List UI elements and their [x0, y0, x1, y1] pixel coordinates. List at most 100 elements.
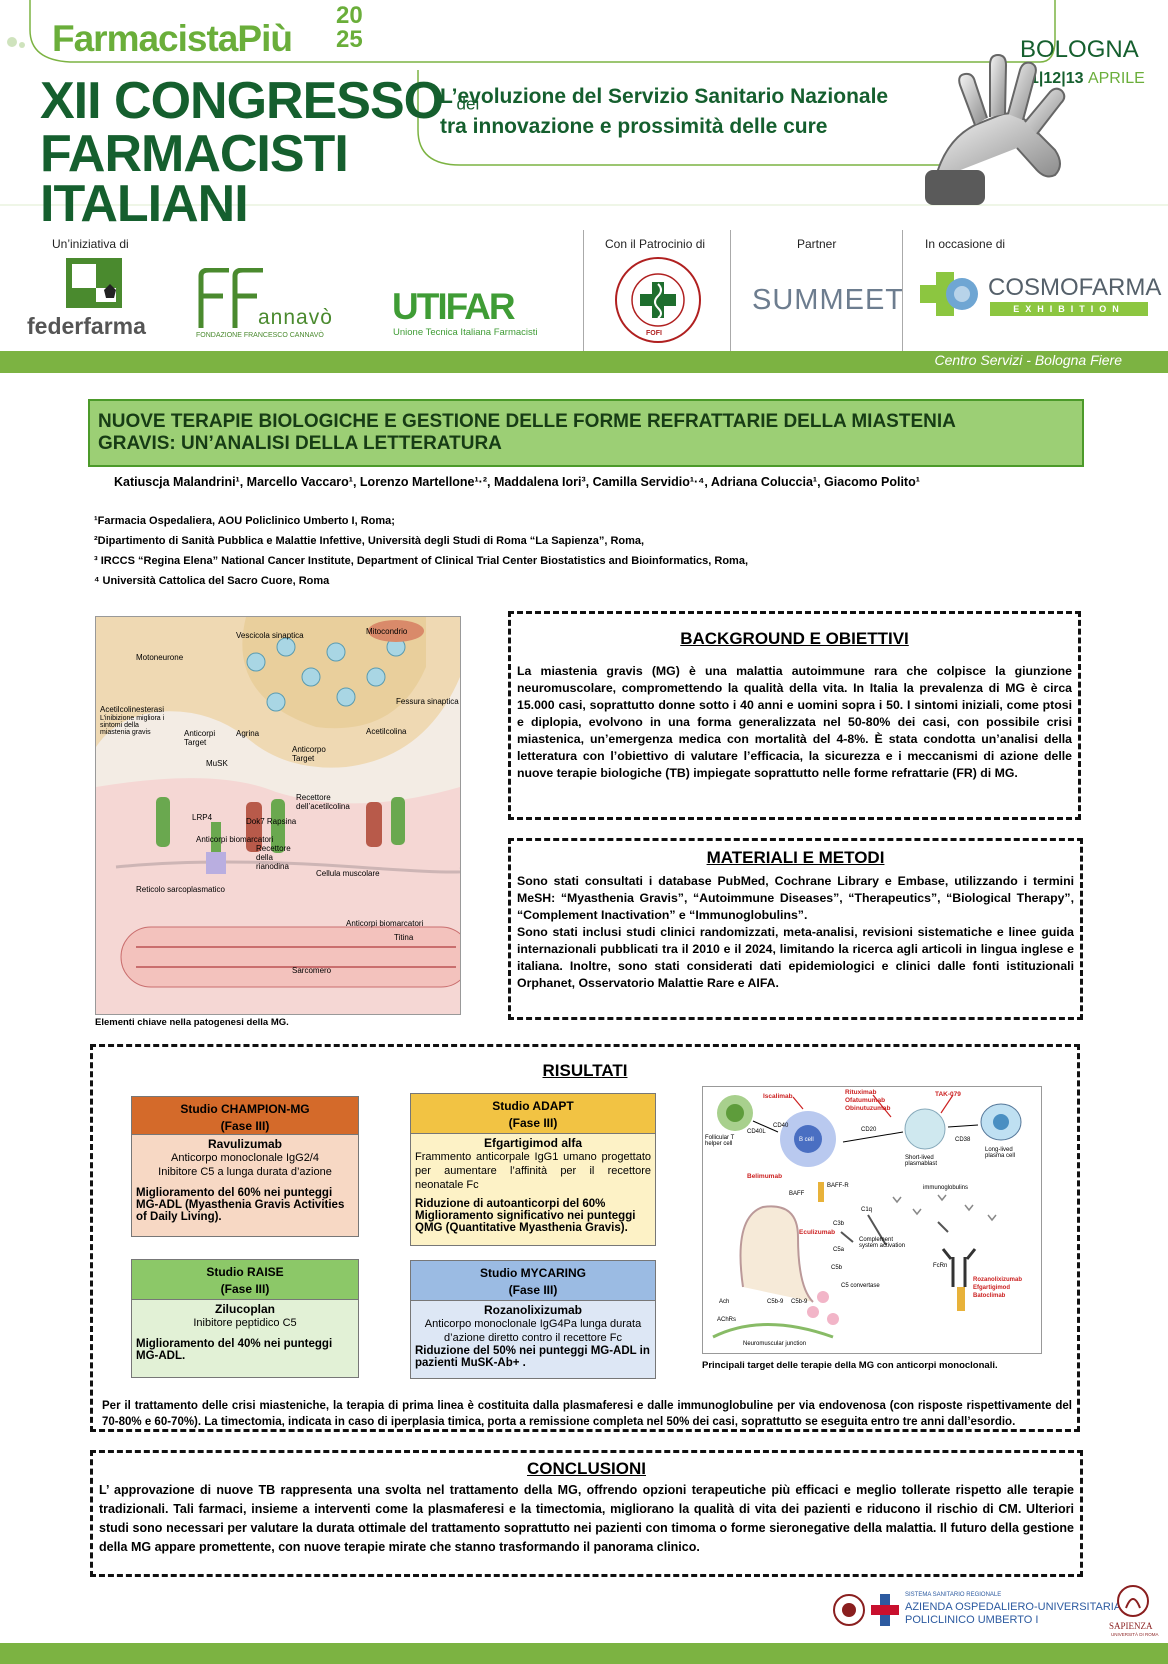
footer-bar	[0, 1643, 1168, 1664]
fig2-label: B cell	[799, 1137, 814, 1143]
fig2-label: Rituximab	[845, 1089, 877, 1096]
fig2-label: Follicular T helper cell	[705, 1135, 735, 1147]
fig1-label: Anticorpi biomarcatori	[346, 919, 424, 928]
title-line1: NUOVE TERAPIE BIOLOGICHE E GESTIONE DELL…	[98, 411, 956, 432]
fig2-label: C3b	[833, 1221, 845, 1227]
fig2-label: CD38	[955, 1137, 971, 1143]
poster-title: NUOVE TERAPIE BIOLOGICHE E GESTIONE DELL…	[88, 399, 1084, 467]
fig1-label: Anticorpi Target	[184, 729, 216, 747]
affiliation: ³ IRCCS “Regina Elena” National Cancer I…	[94, 555, 749, 567]
cannavo-logo: annavò	[258, 306, 333, 329]
utifar-sub: Unione Tecnica Italiana Farmacisti	[393, 327, 538, 338]
study-card-adapt: Studio ADAPT (Fase III) Efgartigimod alf…	[410, 1093, 656, 1246]
background-section: BACKGROUND E OBIETTIVI La miastenia grav…	[508, 611, 1081, 820]
crest-icon	[833, 1594, 865, 1626]
study-result: Riduzione del 50% nei punteggi MG-ADL in…	[415, 1345, 650, 1369]
sapienza-sub: UNIVERSITÀ DI ROMA	[1111, 1632, 1159, 1637]
results-section: RISULTATI	[90, 1044, 1080, 1432]
venue-text: Centro Servizi - Bologna Fiere	[934, 352, 1122, 368]
fig1-label: Anticorpo Target	[292, 745, 326, 763]
study-phase: (Fase III)	[220, 1282, 270, 1296]
fig2-label: immunoglobulins	[923, 1185, 969, 1191]
study-result: Riduzione di autoanticorpi del 60% Migli…	[415, 1198, 636, 1234]
study-phase: (Fase III)	[508, 1116, 558, 1130]
fig2-label: C5b-9	[791, 1299, 808, 1305]
fig2-label: CD40	[773, 1123, 789, 1129]
city: BOLOGNA	[1020, 36, 1139, 63]
study-drug: Rozanolixizumab	[483, 1303, 582, 1317]
brand-name: FarmacistaPiù	[52, 18, 293, 59]
day-3: 13	[1065, 70, 1084, 87]
logo-divider	[902, 230, 903, 354]
pathogenesis-figure: Motoneurone Vescicola sinaptica Mitocond…	[95, 616, 461, 1015]
header-decoration	[0, 0, 1168, 206]
brand-year: 20 25	[336, 4, 376, 52]
study-desc: Anticorpo monoclonale IgG4Pa lunga durat…	[424, 1318, 642, 1344]
study-card-champion: Studio CHAMPION-MG (Fase III) Ravulizuma…	[131, 1096, 359, 1237]
cosmofarma-logo: COSMOFARMA	[988, 274, 1162, 301]
fig1-label: Acetilcolina	[366, 727, 407, 736]
fig2-label: Neuromuscular junction	[743, 1341, 807, 1347]
study-card-header: Studio ADAPT (Fase III)	[411, 1094, 655, 1134]
study-drug: Efgartigimod alfa	[483, 1136, 582, 1150]
policlinico-text: POLICLINICO UMBERTO I	[905, 1614, 1039, 1626]
health-cross-icon	[871, 1594, 899, 1626]
fig1-label: L’inibizione migliora i sintomi della mi…	[100, 715, 165, 736]
study-drug: Zilucoplan	[215, 1302, 275, 1316]
fig2-label: Iscalimab	[763, 1093, 793, 1100]
study-card-header: Studio CHAMPION-MG (Fase III)	[132, 1097, 358, 1135]
study-card-body: Rozanolixizumab Anticorpo monoclonale Ig…	[411, 1301, 655, 1371]
congress-title: XII CONGRESSO dei FARMACISTI ITALIANI	[40, 75, 479, 230]
fig1-label: Anticorpi biomarcatori	[196, 835, 274, 844]
conclusions-section: CONCLUSIONI L’ approvazione di nuove TB …	[90, 1450, 1083, 1577]
study-phase: (Fase III)	[220, 1119, 270, 1133]
logo-divider	[583, 230, 584, 354]
federfarma-logo: federfarma	[27, 313, 146, 339]
fig2-label: C5 convertase	[841, 1283, 880, 1289]
fig2-label: C5b	[831, 1265, 843, 1271]
fig1-label: Reticolo sarcoplasmatico	[136, 885, 225, 894]
fig1-label: LRP4	[192, 813, 213, 822]
fig2-label: BAFF-R	[827, 1183, 849, 1189]
study-title: Studio CHAMPION-MG	[180, 1102, 310, 1116]
neuromuscular-junction-illustration	[96, 617, 460, 1014]
federfarma-logo-icon	[66, 258, 122, 308]
fig2-label: BAFF	[789, 1191, 805, 1197]
study-card-header: Studio MYCARING (Fase III)	[411, 1261, 655, 1301]
fig1-label: Acetilcolinesterasi	[100, 705, 165, 714]
study-card-body: Efgartigimod alfa Frammento anticorpale …	[411, 1134, 655, 1236]
occasion-label: In occasione di	[925, 237, 1006, 251]
fig1-label: Fessura sinaptica	[396, 697, 459, 706]
day-2: 12	[1043, 70, 1062, 87]
fig1-label: Dok7 Rapsina	[246, 817, 297, 826]
study-desc: Inibitore peptidico C5	[193, 1317, 297, 1329]
fig1-label: Motoneurone	[136, 653, 184, 662]
fig2-label: C1q	[861, 1207, 873, 1213]
fig2-label: C5a	[833, 1247, 845, 1253]
methods-heading: MATERIALI E METODI	[706, 848, 885, 867]
background-text: La miastenia gravis (MG) è una malattia …	[517, 664, 1072, 780]
partner-label: Partner	[797, 237, 837, 251]
study-title: Studio ADAPT	[492, 1099, 574, 1113]
background-heading: BACKGROUND E OBIETTIVI	[680, 629, 909, 648]
congress-line1: XII CONGRESSO	[40, 72, 444, 130]
year-top: 20	[336, 2, 363, 29]
month: APRILE	[1087, 70, 1145, 87]
figure2-caption: Principali target delle terapie della MG…	[702, 1360, 998, 1371]
fig2-label: Batoclimab	[973, 1293, 1006, 1299]
methods-text: Sono stati inclusi studi clinici randomi…	[517, 925, 1074, 990]
fig2-label: Ofatumumab	[845, 1097, 886, 1104]
fig1-label: Recettore della rianodina	[256, 844, 291, 871]
methods-text: Sono stati consultati i database PubMed,…	[517, 874, 1074, 922]
year-bottom: 25	[336, 26, 363, 53]
fig1-label: Sarcomero	[292, 966, 332, 975]
headline-line2: tra innovazione e prossimità delle cure	[440, 115, 828, 138]
sapienza-text: SAPIENZA	[1109, 1621, 1153, 1631]
headline-line1: L’evoluzione del Servizio Sanitario Nazi…	[440, 85, 889, 108]
fig2-label: Eculizumab	[799, 1229, 836, 1236]
fig2-label: Short-lived plasmablast	[905, 1155, 938, 1167]
conclusions-text: L’ approvazione di nuove TB rappresenta …	[99, 1483, 1074, 1554]
figure1-caption: Elementi chiave nella patogenesi della M…	[95, 1017, 289, 1028]
fig1-label: Agrina	[236, 729, 260, 738]
fig2-label: CD20	[861, 1127, 877, 1133]
